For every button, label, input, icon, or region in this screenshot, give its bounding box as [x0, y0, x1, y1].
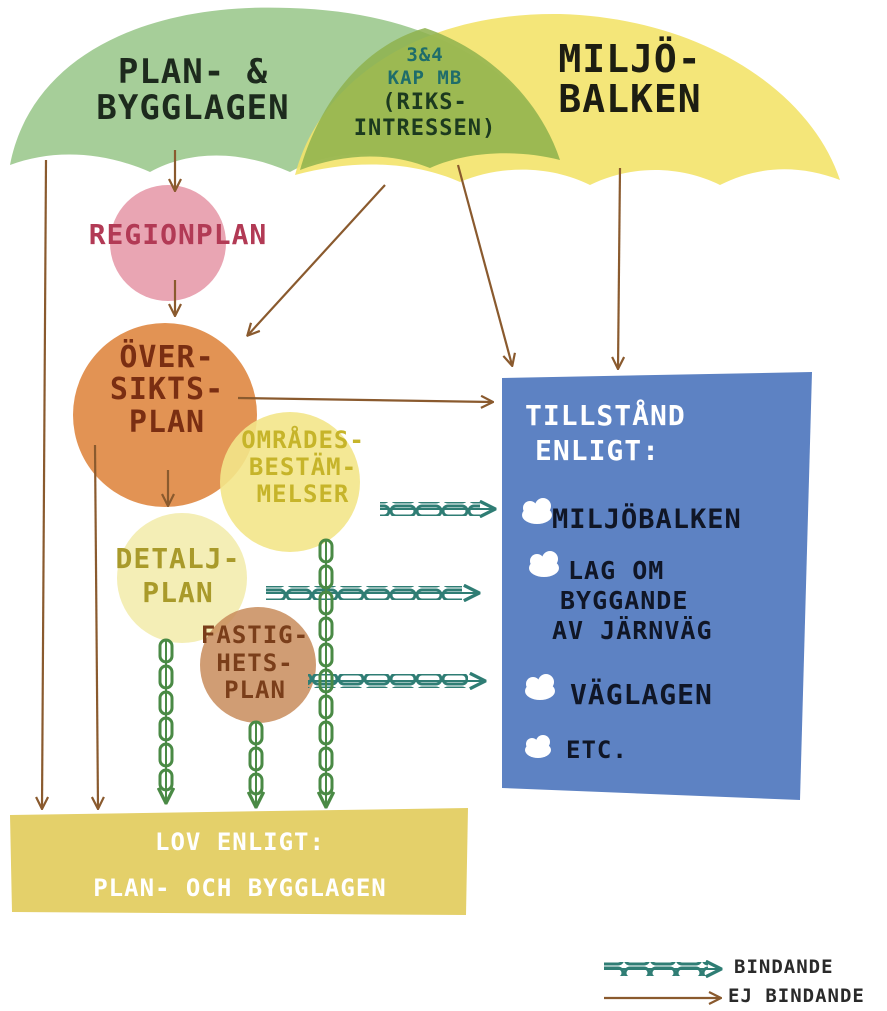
tillstand-title: TILLSTÅND ENLIGT: [525, 398, 725, 468]
chain-omrades-to-lov [320, 538, 332, 806]
mb-line-2: BALKEN [558, 76, 702, 121]
tillstand-item-etc: ETC. [566, 736, 628, 764]
omradesbestammelser-circle [220, 412, 360, 552]
lov-line-2: PLAN- OCH BYGGLAGEN [93, 873, 387, 902]
chain-omrades-to-tillstand [380, 502, 494, 516]
omrades-line-3: MELSER [256, 479, 350, 508]
regionplan-text: REGIONPLAN [88, 218, 268, 251]
legend-binding-text: BINDANDE [734, 956, 834, 978]
arrow-oversiktsplan-to-tillstand [237, 398, 492, 402]
binding-chains-horizontal [266, 502, 494, 688]
overlap-umbrella-label: 3&4 KAP MB (RIKS- INTRESSEN) [345, 44, 505, 142]
arrow-mb-to-tillstand [618, 167, 620, 368]
tillstand-item-miljobalken: MILJÖBALKEN [552, 504, 742, 535]
chain-fastighetsplan-to-lov [250, 720, 262, 806]
arrow-pbl-to-lov [42, 159, 46, 808]
riks-line-2: KAP MB [387, 66, 463, 89]
oversiktsplan-circle [73, 323, 257, 507]
fastighetsplan-circle [200, 607, 316, 723]
riks-line-3: (RIKS- [382, 89, 468, 115]
detaljplan-circle [117, 513, 247, 643]
tillstand-bullets [522, 498, 559, 758]
binding-chains-vertical [160, 538, 332, 806]
regionplan-circle [110, 185, 226, 301]
arrow-riks-to-tillstand [456, 164, 512, 365]
jarnvag-line-1: LAG OM [568, 556, 665, 585]
overlap-umbrella [300, 28, 560, 170]
pbl-line-2: BYGGLAGEN [96, 87, 290, 128]
lov-box [10, 808, 468, 915]
legend-binding-symbol [604, 962, 720, 976]
tillstand-title-line-1: TILLSTÅND [525, 399, 686, 432]
cloud-icon [529, 551, 559, 577]
chain-fastighetsplan-to-tillstand [308, 674, 484, 688]
pbl-line-1: PLAN- & [117, 52, 269, 92]
riks-line-1: 3&4 [406, 44, 444, 66]
detaljplan-line-1: DETALJ- [115, 542, 241, 575]
etc-text: ETC. [566, 736, 628, 764]
tillstand-item-jarnvag: LAG OM BYGGANDE AV JÄRNVÄG [552, 556, 713, 646]
jarnvag-line-2: BYGGANDE [560, 586, 689, 615]
miljobalken-text: MILJÖBALKEN [552, 504, 742, 535]
mb-line-1: MILJÖ- [558, 37, 702, 81]
jarnvag-line-3: AV JÄRNVÄG [552, 616, 713, 645]
cloud-icon [522, 498, 552, 524]
fastighetsplan-line-2: HETS- [216, 648, 294, 677]
riks-line-4: INTRESSEN) [353, 115, 497, 141]
omradesbestammelser-label: OMRÅDES- BESTÄM- MELSER [218, 427, 388, 508]
nonbinding-arrows [42, 150, 620, 808]
fastighetsplan-line-1: FASTIG- [200, 621, 310, 649]
cloud-icon [525, 735, 551, 758]
omrades-line-1: OMRÅDES- [241, 426, 365, 454]
lov-title: LOV ENLIGT: PLAN- OCH BYGGLAGEN [20, 820, 460, 911]
chain-detaljplan-to-lov [160, 638, 172, 802]
arrow-riks-to-oversiktsplan [248, 184, 386, 335]
arrow-oversiktsplan-to-lov [95, 444, 98, 808]
chain-detaljplan-to-tillstand [266, 586, 478, 600]
cloud-icon [525, 674, 555, 700]
tillstand-item-vaglagen: VÄGLAGEN [570, 678, 713, 711]
legend-binding-label: BINDANDE [734, 956, 834, 978]
tillstand-title-line-2: ENLIGT: [535, 434, 661, 467]
legend-nonbinding-text: EJ BINDANDE [728, 985, 865, 1007]
detaljplan-line-2: PLAN [142, 575, 214, 609]
mb-umbrella-label: MILJÖ- BALKEN [520, 37, 740, 121]
oversiktsplan-label: ÖVER- SIKTS- PLAN [92, 340, 242, 440]
oversiktsplan-line-2: SIKTS- [109, 372, 225, 408]
fastighetsplan-label: FASTIG- HETS- PLAN [190, 621, 320, 705]
detaljplan-label: DETALJ- PLAN [98, 542, 258, 609]
pbl-umbrella-label: PLAN- & BYGGLAGEN [58, 52, 328, 128]
omrades-line-2: BESTÄM- [248, 452, 358, 481]
regionplan-label: REGIONPLAN [58, 218, 298, 251]
tillstand-box [502, 372, 812, 800]
fastighetsplan-line-3: PLAN [224, 676, 286, 705]
vaglagen-text: VÄGLAGEN [570, 678, 713, 711]
lov-line-1: LOV ENLIGT: [155, 828, 325, 856]
oversiktsplan-line-3: PLAN [128, 404, 206, 440]
legend-nonbinding-label: EJ BINDANDE [728, 985, 865, 1007]
oversiktsplan-line-1: ÖVER- [119, 340, 215, 375]
